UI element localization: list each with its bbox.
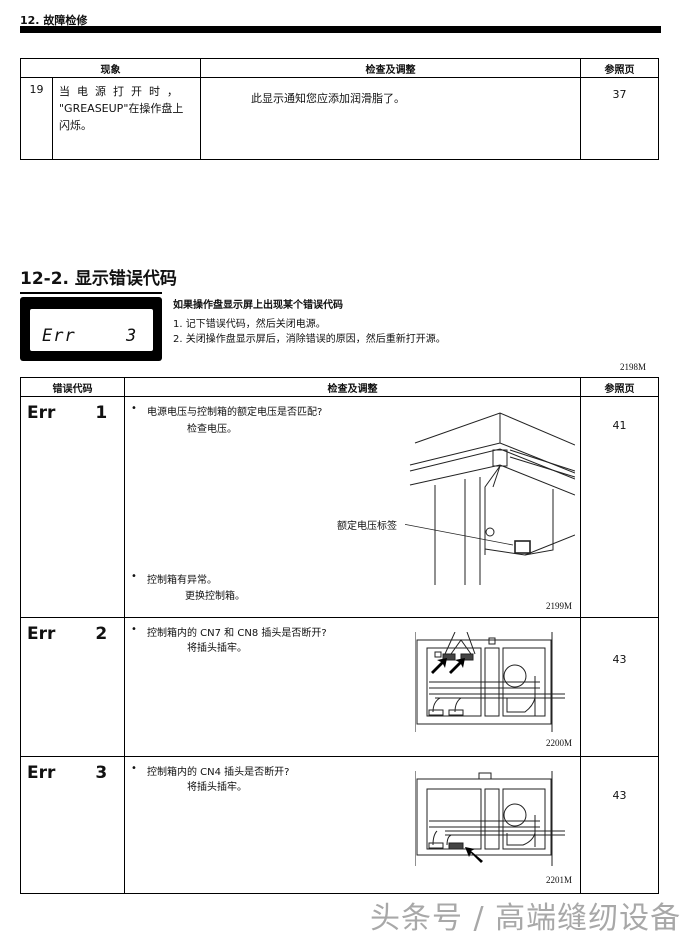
check-action: 将插头插牢。 [187, 782, 247, 793]
check-cell: • 电源电压与控制箱的额定电压是否匹配? 检查电压。 • 控制箱有异常。 更换控… [124, 396, 581, 618]
symptom-line: 当电源打开时， [59, 85, 185, 98]
table-row: Err 3 • 控制箱内的 CN4 插头是否断开? 将插头插牢。 [20, 756, 659, 894]
instructions-heading: 如果操作盘显示屏上出现某个错误代码 [173, 300, 343, 311]
check-action: 将插头插牢。 [187, 643, 247, 654]
symptom-cell: 当电源打开时， "GREASEUP"在操作盘上 闪烁。 [52, 77, 201, 160]
symptom-line: 闪烁。 [59, 119, 92, 132]
symptom-line: "GREASEUP"在操作盘上 [59, 102, 184, 115]
check-action: 更换控制箱。 [185, 591, 245, 602]
column-header-check: 检查及调整 [200, 58, 581, 78]
error-code-text: Err [27, 763, 56, 783]
bullet-icon: • [131, 571, 137, 582]
table-row: Err 1 • 电源电压与控制箱的额定电压是否匹配? 检查电压。 • 控制箱有异常… [20, 396, 659, 618]
troubleshooting-table: 现象 检查及调整 参照页 19 当电源打开时， "GREASEUP"在操作盘上 … [20, 58, 659, 160]
error-code-table: 错误代码 检查及调整 参照页 Err 1 • 电源电压与控制箱的额定电压是否匹配?… [20, 377, 659, 894]
column-header-check: 检查及调整 [124, 377, 581, 397]
error-code-digit: 3 [95, 763, 108, 783]
column-header-symptom: 现象 [20, 58, 201, 78]
ref-page-cell: 41 [580, 396, 659, 618]
check-question: 电源电压与控制箱的额定电压是否匹配? [147, 407, 323, 418]
bullet-icon: • [131, 624, 137, 635]
control-box-cn7-cn8-illustration [415, 632, 565, 732]
check-cell: 此显示通知您应添加润滑脂了。 [200, 77, 581, 160]
table-row: 19 当电源打开时， "GREASEUP"在操作盘上 闪烁。 此显示通知您应添加… [20, 77, 659, 160]
instruction-step: 1. 记下错误代码，然后关闭电源。 [173, 319, 326, 330]
check-question: 控制箱内的 CN4 插头是否断开? [147, 767, 290, 778]
check-cell: • 控制箱内的 CN7 和 CN8 插头是否断开? 将插头插牢。 [124, 617, 581, 757]
section-title: 12-2. 显示错误代码 [20, 269, 177, 289]
error-code-cell: Err 3 [20, 756, 125, 894]
table-header-row: 错误代码 检查及调整 参照页 [20, 377, 659, 397]
chapter-divider-bar [20, 26, 661, 33]
figure-code: 2199M [545, 601, 572, 611]
error-code-text: Err [27, 403, 56, 423]
control-box-cn4-illustration [415, 771, 565, 866]
error-code-cell: Err 2 [20, 617, 125, 757]
figure-code: 2201M [545, 875, 572, 885]
figure-code: 2198M [620, 362, 647, 372]
error-code-text: Err [27, 624, 56, 644]
column-header-ref-page: 参照页 [580, 58, 659, 78]
column-header-error-code: 错误代码 [20, 377, 125, 397]
error-code-digit: 2 [95, 624, 108, 644]
ref-page-cell: 43 [580, 756, 659, 894]
ref-page-cell: 43 [580, 617, 659, 757]
check-question: 控制箱内的 CN7 和 CN8 插头是否断开? [147, 628, 327, 639]
instruction-step: 2. 关闭操作盘显示屏后，消除错误的原因，然后重新打开源。 [173, 334, 446, 345]
table-header-row: 现象 检查及调整 参照页 [20, 58, 659, 78]
watermark: 头条号 / 高端缝纫设备 [370, 901, 682, 936]
chapter-title: 12. 故障检修 [20, 14, 88, 27]
lcd-top-rule [20, 292, 162, 294]
lcd-error-digit: 3 [126, 326, 137, 346]
error-code-digit: 1 [95, 403, 108, 423]
error-code-cell: Err 1 [20, 396, 125, 618]
lcd-display-screen [30, 309, 153, 351]
check-cell: • 控制箱内的 CN4 插头是否断开? 将插头插牢。 [124, 756, 581, 894]
ref-page-cell: 37 [580, 77, 659, 160]
check-action: 检查电压。 [187, 424, 237, 435]
column-header-ref-page: 参照页 [580, 377, 659, 397]
figure-label: 额定电压标签 [337, 521, 397, 532]
bullet-icon: • [131, 763, 137, 774]
check-question: 控制箱有异常。 [147, 575, 217, 586]
lcd-error-text: Err [42, 326, 76, 346]
table-row: Err 2 • 控制箱内的 CN7 和 CN8 插头是否断开? 将插头插牢。 [20, 617, 659, 757]
row-number: 19 [20, 77, 53, 160]
bullet-icon: • [131, 403, 137, 414]
figure-code: 2200M [545, 738, 572, 748]
control-box-rated-voltage-illustration [405, 412, 575, 585]
